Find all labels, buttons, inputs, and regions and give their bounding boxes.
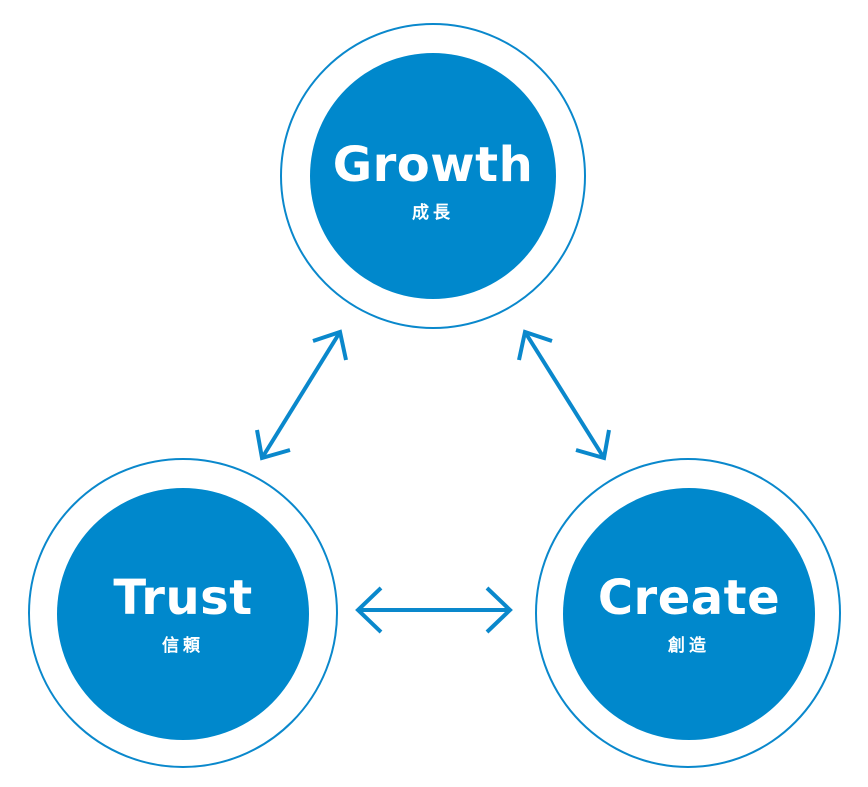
- trust-subtitle: 信頼: [162, 635, 204, 656]
- create-title: Create: [597, 569, 781, 626]
- arrow-growth-trust-shaft: [260, 330, 342, 460]
- arrow-trust-create-head-left: [355, 586, 383, 634]
- create-subtitle: 創造: [668, 635, 710, 656]
- create-circle: Create 創造: [563, 488, 815, 740]
- create-node: Create 創造: [535, 458, 841, 768]
- trust-node: Trust 信頼: [28, 458, 338, 768]
- trust-circle: Trust 信頼: [57, 488, 309, 740]
- arrow-growth-create-head-bottom: [575, 429, 611, 461]
- arrow-growth-create: [517, 329, 611, 461]
- growth-circle: Growth 成長: [310, 53, 556, 299]
- arrow-trust-create-head-right: [485, 586, 513, 634]
- growth-subtitle: 成長: [412, 202, 454, 223]
- arrow-growth-trust-head-bottom: [255, 429, 291, 461]
- arrow-trust-create: [355, 586, 513, 634]
- growth-title: Growth: [332, 136, 534, 193]
- growth-node: Growth 成長: [280, 23, 586, 329]
- arrow-growth-create-head-top: [517, 329, 553, 361]
- arrow-growth-trust: [255, 329, 348, 461]
- arrow-growth-create-shaft: [523, 330, 606, 460]
- trust-title: Trust: [113, 569, 253, 626]
- arrow-growth-trust-head-top: [312, 329, 348, 361]
